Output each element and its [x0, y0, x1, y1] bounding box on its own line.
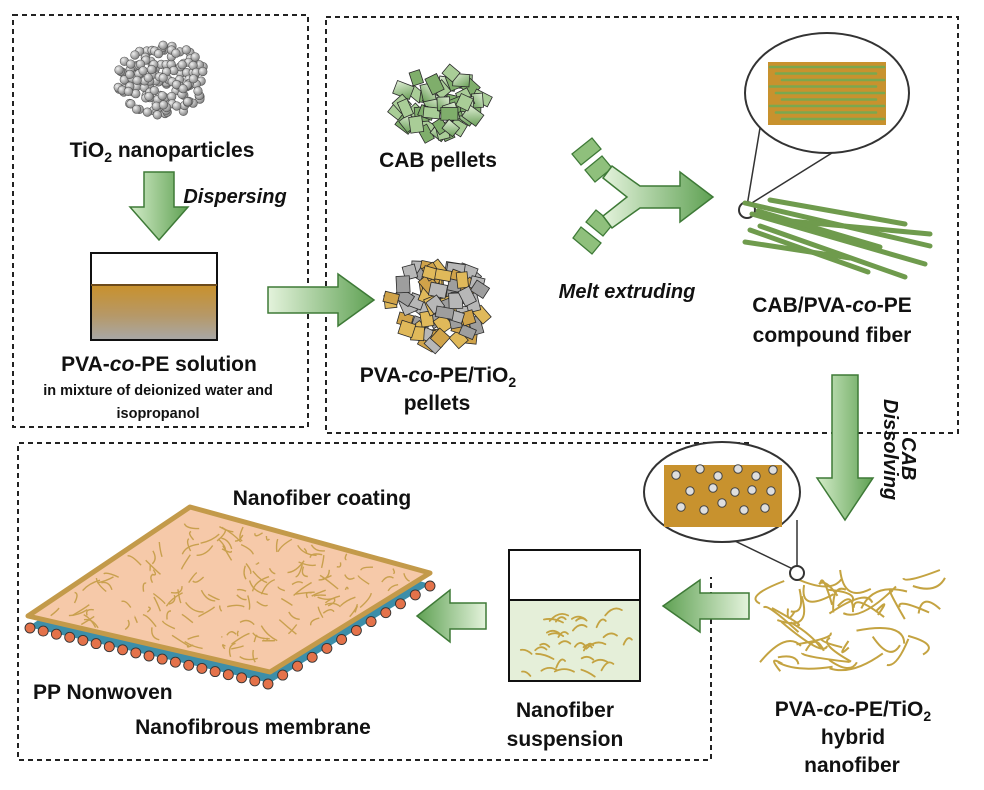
- panel-extrusion: [325, 16, 959, 434]
- solution-note-line1: in mixture of deionized water and: [43, 383, 273, 399]
- dispersing-arrow: [128, 171, 190, 242]
- hybrid-nanofiber-zoom-icon: [643, 441, 801, 572]
- cab-pellets-icon: [387, 63, 493, 144]
- dispersing-label: Dispersing: [183, 186, 286, 208]
- compound-fiber-bundle-icon: [742, 197, 933, 280]
- to-suspension-arrow: [661, 578, 750, 634]
- cab-dissolved-label: CAB: [897, 437, 919, 480]
- to-pellets-arrow: [267, 272, 376, 328]
- hybrid-nanofiber-tangle-icon: [754, 569, 946, 672]
- to-membrane-arrow: [415, 588, 487, 644]
- compound-fiber-label-line2: compound fiber: [753, 324, 912, 347]
- tio2-label: TiO2 nanoparticles: [70, 139, 255, 165]
- solution-title: PVA-co-PE solution: [61, 353, 257, 376]
- nanofibrous-membrane-icon: [24, 504, 436, 690]
- hybrid-nanofiber-label-line2: hybrid: [821, 726, 885, 749]
- cab-pellets-label: CAB pellets: [379, 149, 497, 172]
- pp-nonwoven-label: PP Nonwoven: [33, 681, 173, 704]
- compound-fiber-zoom-icon: [738, 32, 910, 219]
- compound-fiber-label-line1: CAB/PVA-co-PE: [752, 294, 911, 317]
- dissolving-label: Dissolving: [879, 399, 901, 500]
- hybrid-nanofiber-label-line1: PVA-co-PE/TiO2: [775, 698, 932, 724]
- suspension-label-line1: Nanofiber: [516, 699, 614, 722]
- solution-beaker-icon: [90, 252, 218, 341]
- nanofiber-coating-label: Nanofiber coating: [233, 487, 412, 510]
- hybrid-pellets-label-line2: pellets: [404, 392, 471, 415]
- melt-extrusion-arrow: [571, 137, 715, 255]
- nanofiber-suspension-beaker-icon: [508, 549, 641, 682]
- dissolving-arrow: [815, 374, 875, 522]
- tio2-nanoparticles-icon: [113, 40, 208, 120]
- panel-membrane: [17, 442, 712, 761]
- melt-extruding-label: Melt extruding: [559, 281, 696, 303]
- solution-note-line2: isopropanol: [117, 406, 200, 422]
- hybrid-pellets-label: PVA-co-PE/TiO2: [360, 364, 517, 390]
- suspension-label-line2: suspension: [507, 728, 624, 751]
- hybrid-pellets-icon: [382, 258, 492, 355]
- nanofibrous-membrane-label: Nanofibrous membrane: [135, 716, 371, 739]
- panel-dispersion: [12, 14, 309, 428]
- hybrid-nanofiber-label-line3: nanofiber: [804, 754, 900, 777]
- zoom-marker: [789, 565, 805, 581]
